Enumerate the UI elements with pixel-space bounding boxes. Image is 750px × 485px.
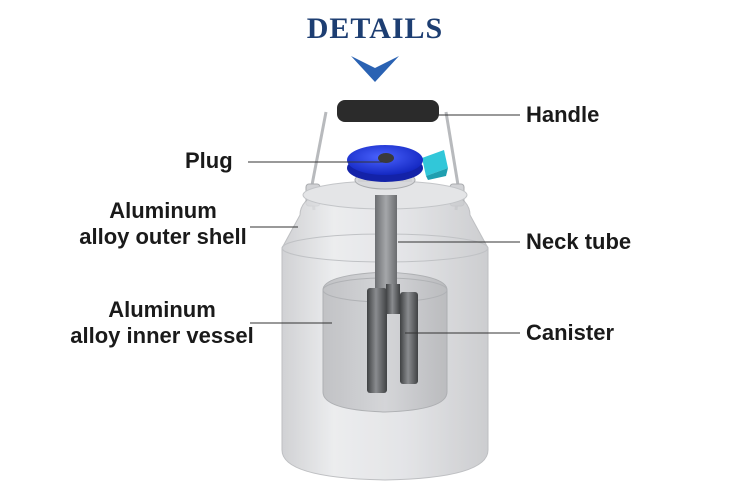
label-inner-vessel: Aluminum alloy inner vessel	[70, 297, 254, 349]
valve	[422, 150, 448, 180]
label-canister: Canister	[526, 320, 615, 345]
details-title: DETAILS	[306, 12, 444, 45]
canisters	[367, 284, 418, 393]
label-inner-vessel-line1: Aluminum	[108, 297, 216, 322]
label-neck-tube: Neck tube	[526, 229, 632, 254]
leader-lines	[248, 114, 520, 334]
label-outer-shell: Aluminum alloy outer shell	[78, 198, 248, 250]
label-plug: Plug	[185, 148, 233, 173]
label-outer-shell-line1: Aluminum	[109, 198, 217, 223]
handle-grip	[337, 100, 439, 122]
neck-tube	[375, 195, 397, 290]
plug	[347, 145, 423, 182]
label-inner-vessel-line2: alloy inner vessel	[70, 323, 254, 348]
label-handle: Handle	[526, 102, 600, 127]
chevron-down-icon	[351, 56, 399, 82]
label-outer-shell-line2: alloy outer shell	[79, 224, 247, 249]
